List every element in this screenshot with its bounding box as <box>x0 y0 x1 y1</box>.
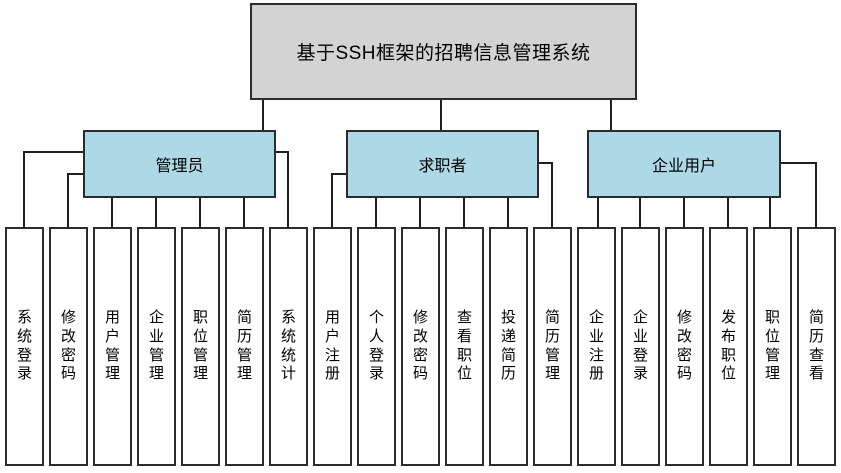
leaf-node-enterprise-register-label: 企业注册 <box>588 309 604 383</box>
leaf-node-change-password-admin: 修改密码 <box>49 227 88 466</box>
leaf-node-submit-resume: 投递简历 <box>489 227 528 466</box>
leaf-node-resume-view-label: 简历查看 <box>808 309 824 383</box>
leaf-node-change-password-admin-label: 修改密码 <box>60 309 76 383</box>
leaf-node-resume-management-admin: 简历管理 <box>225 227 264 466</box>
leaf-node-change-password-enterprise-label: 修改密码 <box>676 309 692 383</box>
leaf-node-position-management-admin: 职位管理 <box>181 227 220 466</box>
branch-node-enterprise-user-label: 企业用户 <box>651 158 716 175</box>
root-node-label: 基于SSH框架的招聘信息管理系统 <box>296 43 591 64</box>
leaf-node-view-positions-label: 查看职位 <box>456 309 472 383</box>
leaf-node-system-statistics-label: 系统统计 <box>280 309 296 383</box>
leaf-node-personal-login: 个人登录 <box>357 227 396 466</box>
leaf-node-resume-view: 简历查看 <box>797 227 836 466</box>
leaf-node-resume-management-jobseeker-label: 简历管理 <box>544 309 560 383</box>
leaf-node-change-password-jobseeker: 修改密码 <box>401 227 440 466</box>
leaf-node-enterprise-login-label: 企业登录 <box>632 309 648 383</box>
branch-node-enterprise-user: 企业用户 <box>587 130 781 198</box>
leaf-node-user-register-label: 用户注册 <box>324 309 340 383</box>
leaf-node-position-management-admin-label: 职位管理 <box>192 309 208 383</box>
branch-node-jobseeker: 求职者 <box>346 130 539 198</box>
leaf-node-position-management-enterprise-label: 职位管理 <box>764 309 780 383</box>
leaf-node-resume-management-admin-label: 简历管理 <box>236 309 252 383</box>
branch-node-jobseeker-label: 求职者 <box>418 158 467 175</box>
branch-node-administrator-label: 管理员 <box>155 158 204 175</box>
leaf-node-system-login-label: 系统登录 <box>16 309 32 383</box>
leaf-node-personal-login-label: 个人登录 <box>368 309 384 383</box>
leaf-node-user-management: 用户管理 <box>93 227 132 466</box>
leaf-node-enterprise-management-label: 企业管理 <box>148 309 164 383</box>
leaf-node-publish-positions: 发布职位 <box>709 227 748 466</box>
leaf-node-system-statistics: 系统统计 <box>269 227 308 466</box>
leaf-node-enterprise-login: 企业登录 <box>621 227 660 466</box>
leaf-node-resume-management-jobseeker: 简历管理 <box>533 227 572 466</box>
leaf-node-enterprise-register: 企业注册 <box>577 227 616 466</box>
leaf-node-enterprise-management: 企业管理 <box>137 227 176 466</box>
branch-node-administrator: 管理员 <box>83 130 276 198</box>
leaf-node-user-management-label: 用户管理 <box>104 309 120 383</box>
leaf-node-position-management-enterprise: 职位管理 <box>753 227 792 466</box>
leaf-node-change-password-enterprise: 修改密码 <box>665 227 704 466</box>
leaf-node-view-positions: 查看职位 <box>445 227 484 466</box>
leaf-node-user-register: 用户注册 <box>313 227 352 466</box>
root-node: 基于SSH框架的招聘信息管理系统 <box>250 3 637 100</box>
leaf-node-publish-positions-label: 发布职位 <box>720 309 736 383</box>
leaf-node-system-login: 系统登录 <box>5 227 44 466</box>
leaf-node-change-password-jobseeker-label: 修改密码 <box>412 309 428 383</box>
leaf-node-submit-resume-label: 投递简历 <box>500 309 516 383</box>
